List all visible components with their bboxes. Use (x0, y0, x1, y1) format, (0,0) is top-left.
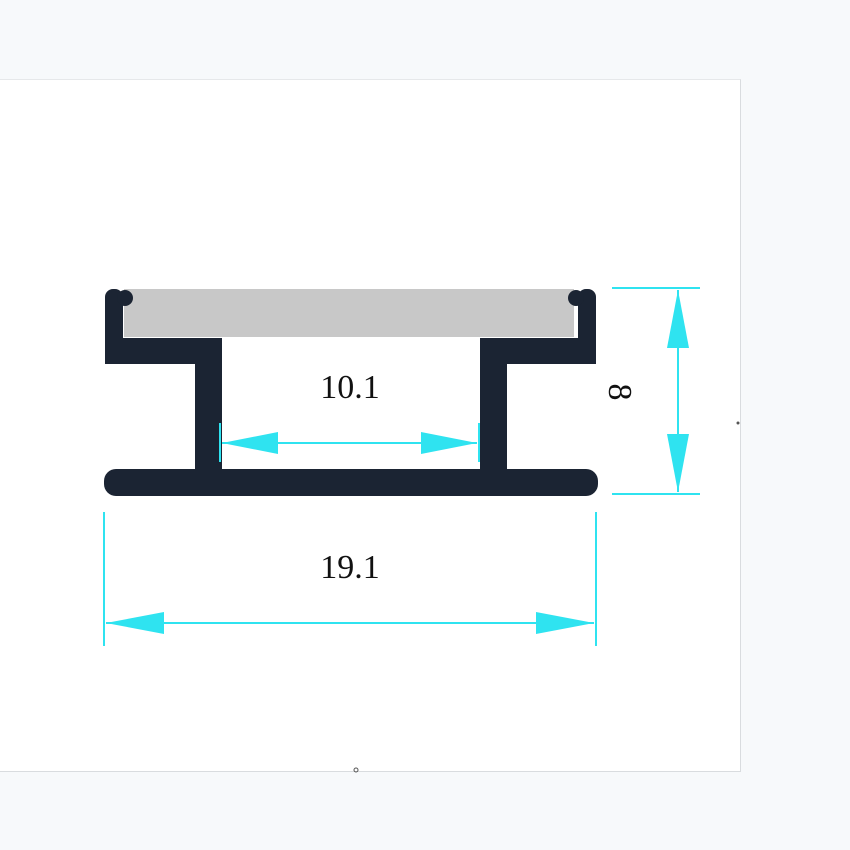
outer-arrow-right (536, 612, 594, 634)
left-top-lip (117, 290, 133, 306)
height-label: 8 (601, 384, 638, 401)
stray-mark-right (736, 421, 740, 425)
outer-arrow-left (106, 612, 164, 634)
left-inner-wall (195, 338, 222, 478)
right-top-lip (568, 290, 584, 306)
bottom-flange (104, 469, 598, 496)
inner-arrow-left (222, 432, 278, 454)
stray-mark-bottom (353, 767, 359, 773)
inner-width-label: 10.1 (320, 369, 380, 406)
right-inner-wall (480, 338, 507, 478)
height-dimension: 8 (601, 287, 700, 495)
height-arrow-top (667, 290, 689, 348)
height-arrow-bottom (667, 434, 689, 492)
inner-arrow-right (421, 432, 477, 454)
diffuser-cover (124, 289, 574, 337)
outer-width-dimension: 19.1 (103, 512, 597, 646)
inner-width-dimension: 10.1 (219, 369, 480, 462)
drawing-sheet (0, 79, 741, 772)
aluminium-profile (104, 289, 598, 496)
outer-width-label: 19.1 (320, 549, 380, 586)
